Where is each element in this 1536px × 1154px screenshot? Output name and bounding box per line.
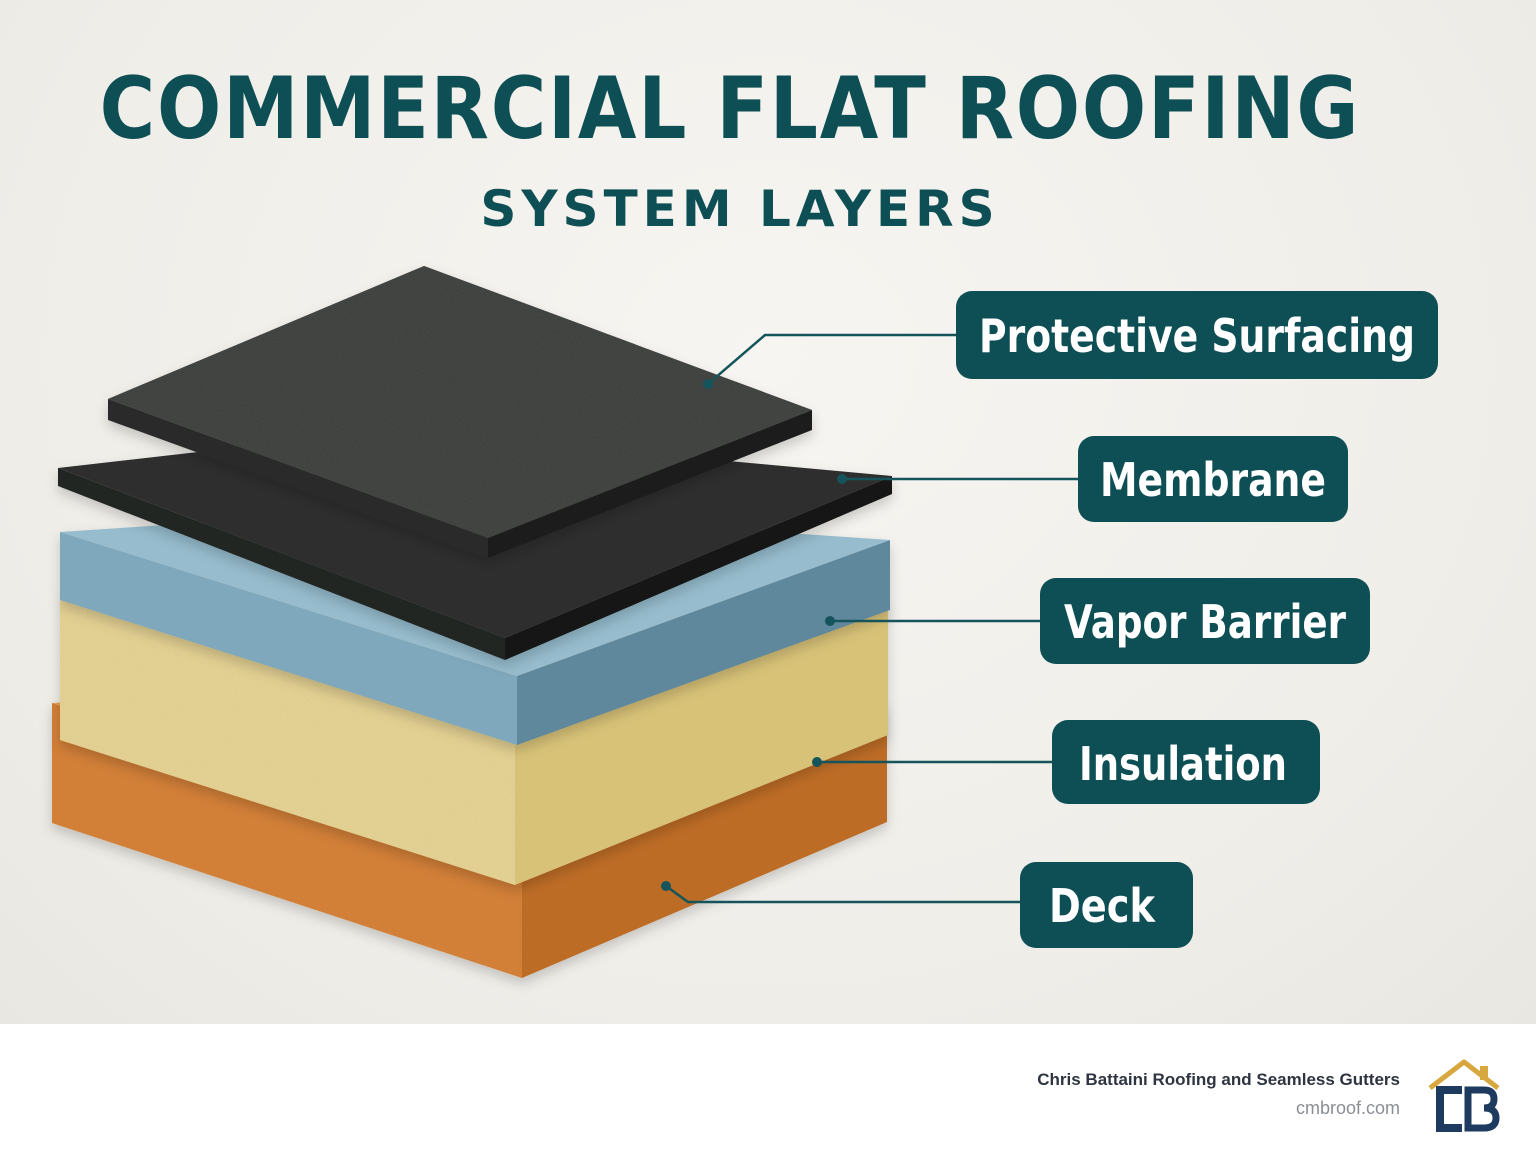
label-box (1020, 862, 1193, 948)
label-text: Protective Surfacing (979, 309, 1415, 363)
leader-dot-vapor-barrier (825, 616, 835, 626)
page-title: COMMERCIAL FLAT ROOFING (99, 59, 1361, 159)
label-membrane: Membrane (1078, 436, 1348, 522)
label-text: Deck (1049, 879, 1156, 933)
label-protective-surfacing: Protective Surfacing (956, 291, 1438, 379)
label-deck: Deck (1020, 862, 1193, 948)
label-text: Insulation (1079, 737, 1287, 791)
label-box (1052, 720, 1320, 804)
label-text: Membrane (1100, 453, 1326, 507)
label-box (1040, 578, 1370, 664)
label-box (956, 291, 1438, 379)
layer-protective-surfacing (108, 266, 812, 558)
leader-deck (665, 884, 1022, 904)
leader-protective-surfacing (707, 333, 958, 385)
leader-dot-insulation (812, 757, 822, 767)
label-vapor-barrier: Vapor Barrier (1040, 578, 1370, 664)
leader-dots (661, 379, 847, 891)
footer: Chris Battaini Roofing and Seamless Gutt… (0, 1024, 1536, 1154)
leader-dot-protective-surfacing (703, 379, 713, 389)
footer-company-name: Chris Battaini Roofing and Seamless Gutt… (1037, 1070, 1400, 1089)
house-cb-logo-icon (1428, 1059, 1500, 1132)
leader-dot-deck (661, 881, 671, 891)
page-subtitle: SYSTEM LAYERS (480, 180, 1000, 238)
footer-website[interactable]: cmbroof.com (1295, 1098, 1400, 1118)
label-text: Vapor Barrier (1064, 595, 1346, 649)
leader-dot-membrane (837, 474, 847, 484)
roof-layers-diagram: Protective Surfacing Membrane Vapor Barr… (52, 266, 1438, 978)
leader-lines (665, 333, 1080, 904)
label-insulation: Insulation (1052, 720, 1320, 804)
label-box (1078, 436, 1348, 522)
